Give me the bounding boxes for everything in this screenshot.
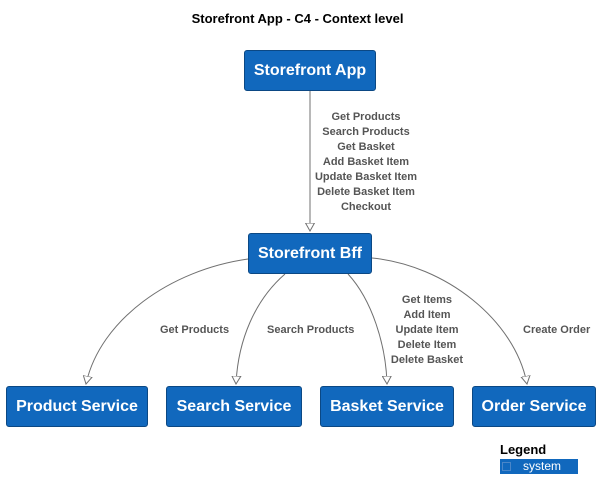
node-order-service-label: Order Service xyxy=(481,397,587,415)
edge-label-line: Get Basket xyxy=(337,141,395,153)
node-product-service[interactable]: Product Service xyxy=(6,386,148,427)
edge-label-bff-to-basket: Get Items Add Item Update Item Delete It… xyxy=(380,293,474,368)
edge-label-bff-to-search: Search Products xyxy=(267,324,355,336)
legend-item-system: system xyxy=(500,459,578,474)
edge-label-line: Delete Item xyxy=(397,339,457,351)
node-storefront-bff-label: Storefront Bff xyxy=(258,244,362,262)
edge-label-line: Delete Basket Item xyxy=(317,186,415,198)
legend-title: Legend xyxy=(500,442,547,457)
edge-label-line: Update Basket Item xyxy=(314,171,418,183)
node-basket-service-label: Basket Service xyxy=(330,397,444,415)
diagram-title: Storefront App - C4 - Context level xyxy=(191,11,404,26)
node-order-service[interactable]: Order Service xyxy=(472,386,596,427)
node-product-service-label: Product Service xyxy=(16,397,138,415)
edge-label-line: Get Items xyxy=(401,294,453,306)
edge-label-line: Search Products xyxy=(322,126,410,138)
edge-bff-to-search xyxy=(236,273,286,384)
edge-bff-to-order xyxy=(371,257,527,384)
edge-label-app-to-bff: Get Products Search Products Get Basket … xyxy=(300,110,432,215)
edge-label-line: Delete Basket xyxy=(390,354,464,366)
edge-label-line: Checkout xyxy=(340,201,392,213)
node-storefront-app-label: Storefront App xyxy=(253,61,367,79)
edge-label-line: Get Products xyxy=(331,111,401,123)
node-storefront-app[interactable]: Storefront App xyxy=(244,50,376,91)
edge-label-bff-to-order: Create Order xyxy=(523,324,591,336)
edge-bff-to-product xyxy=(86,258,249,384)
node-search-service[interactable]: Search Service xyxy=(166,386,302,427)
edge-label-line: Add Basket Item xyxy=(322,156,410,168)
edge-label-line: Add Item xyxy=(403,309,451,321)
node-search-service-label: Search Service xyxy=(176,397,292,415)
node-storefront-bff[interactable]: Storefront Bff xyxy=(248,233,372,274)
edge-label-line: Update Item xyxy=(395,324,459,336)
legend-item-label: system xyxy=(523,459,562,473)
node-basket-service[interactable]: Basket Service xyxy=(320,386,454,427)
legend-swatch-icon xyxy=(502,462,511,471)
edge-label-bff-to-product: Get Products xyxy=(160,324,230,336)
edge-bff-to-basket xyxy=(347,273,387,384)
